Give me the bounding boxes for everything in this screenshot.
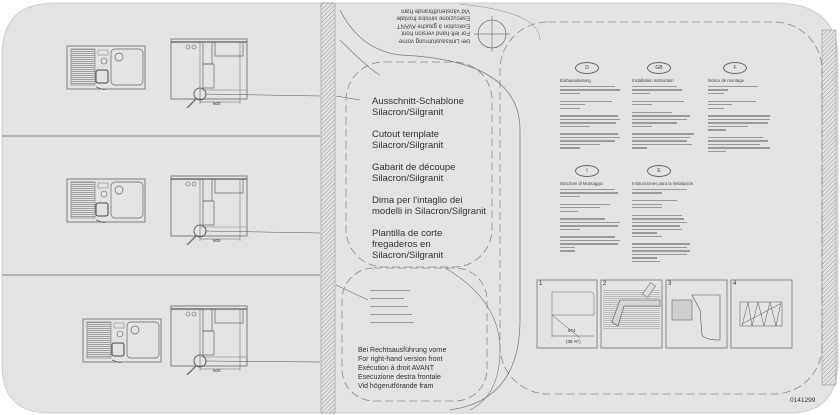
language-badge: F	[723, 62, 747, 74]
step-number: 1	[539, 281, 543, 287]
hatched-strip-right	[821, 29, 837, 386]
dashed-instructions-box	[499, 21, 823, 395]
step-box-2	[600, 279, 663, 349]
title-de: Silacron/Silgranit	[372, 107, 444, 118]
dashed-template-box	[345, 61, 493, 268]
note-line: Bei Linksausführung vorne	[398, 37, 470, 44]
dimension-label: 600	[213, 238, 221, 243]
title-en: Silacron/Silgranit	[372, 140, 444, 151]
title-es: Plantilla de corte	[372, 228, 443, 239]
language-badge: I	[575, 165, 599, 177]
title-de: Ausschnitt-Schablone	[372, 96, 464, 107]
hatched-strip-left	[320, 2, 336, 414]
title-it: modelli in Silacron/Silgranit	[372, 206, 487, 217]
instructions-heading: Installation Instruction	[632, 78, 674, 83]
note-line: For right-hand version front	[358, 356, 443, 363]
instructions-heading: Einbauanleitung	[560, 78, 591, 83]
step-number: 2	[603, 281, 607, 287]
step1-width-label: 974	[568, 328, 576, 333]
parts-list	[370, 287, 414, 330]
title-fr: Gabarit de découpe	[372, 162, 456, 173]
note-line: Bei Rechtsausführung vorne	[358, 347, 447, 354]
step-box-4	[730, 279, 793, 349]
step-number: 4	[733, 281, 737, 287]
note-line: Vid vänsterutförande fram	[401, 7, 470, 14]
title-it: Dima per l'intaglio dei	[372, 195, 463, 206]
step-box-3	[665, 279, 728, 349]
language-badge: E	[647, 165, 671, 177]
title-fr: Silacron/Silgranit	[372, 173, 444, 184]
step1-width-inch-label: (38 ⅜")	[566, 339, 581, 344]
dashed-version-box	[341, 267, 488, 402]
crosshair-mark	[474, 16, 510, 52]
step-number: 3	[668, 281, 672, 287]
title-en: Cutout template	[372, 129, 440, 140]
note-line: Vid högerutförande fram	[358, 383, 434, 390]
title-es: fregaderos en	[372, 239, 431, 250]
dimension-label: 600	[213, 101, 221, 106]
left-version-note: Bei Linksausführung vorne For left-hand …	[360, 6, 470, 44]
language-badge: D	[575, 62, 599, 74]
right-version-note: Bei Rechtsausführung vorne For right-han…	[358, 346, 446, 391]
language-badge: GB	[647, 62, 671, 74]
note-line: Esecuzione sinistra frontale	[396, 15, 470, 21]
dimension-label: 600	[213, 368, 221, 373]
note-line: Exécution à gauche AVANT	[396, 22, 470, 29]
note-line: Esecuzione destra frontale	[358, 374, 441, 381]
instructions-heading: Istruzioni di Montaggio	[560, 181, 603, 186]
document-number: 0141299	[790, 397, 816, 404]
title-es: Silacron/Silgranit	[372, 250, 444, 261]
instructions-heading: Instrucciones para la instalación	[632, 181, 694, 186]
note-line: Exécution à droit AVANT	[358, 365, 434, 372]
note-line: For left-hand version front	[401, 30, 470, 36]
instructions-heading: Notice de montage	[708, 78, 745, 83]
step-box-1	[536, 279, 598, 349]
